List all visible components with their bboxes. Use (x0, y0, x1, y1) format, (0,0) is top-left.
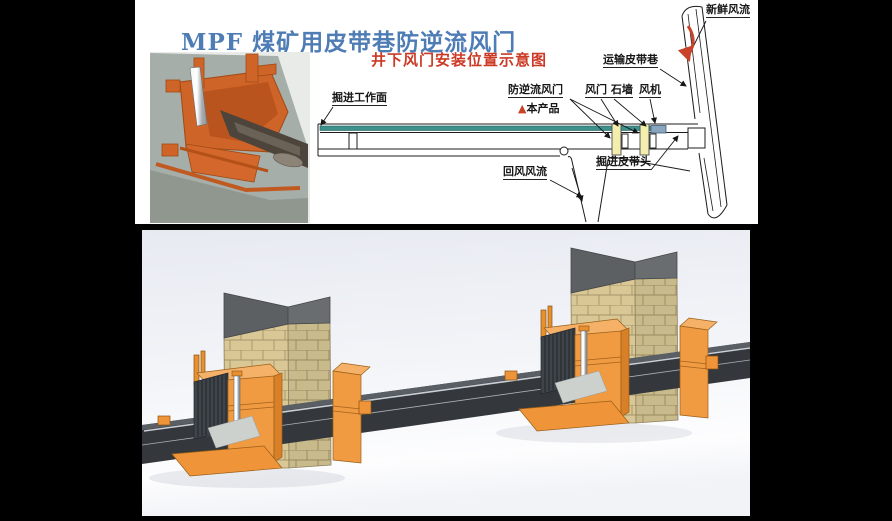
label-return-air: 回风风流 (503, 165, 547, 180)
belt-head-box (687, 127, 706, 149)
installation-schematic (317, 5, 728, 223)
air-door-2 (649, 133, 657, 149)
photo-roller (273, 152, 303, 168)
callout-leaders (320, 20, 707, 202)
label-anti-backflow-door: 防逆流风门 (508, 83, 563, 98)
page-title: MPF 煤矿用皮带巷防逆流风门 (181, 29, 517, 57)
stone-wall-1 (611, 123, 622, 156)
fan-box (650, 125, 667, 134)
photo-floor (150, 170, 308, 223)
render-panel (142, 230, 750, 516)
product-triangle-marker: ▲ (518, 102, 527, 115)
schematic-title: 井下风门安装位置示意图 (371, 51, 548, 69)
label-door-stone-wall: 风门 石墙 (585, 83, 633, 98)
label-fan: 风机 (639, 83, 661, 98)
top-panel: MPF 煤矿用皮带巷防逆流风门 (135, 0, 758, 224)
render-3d (142, 230, 750, 516)
stone-wall-2 (639, 123, 650, 156)
label-excavation-face: 掘进工作面 (332, 91, 387, 106)
air-door-1 (621, 133, 629, 149)
photo-cylinder (189, 66, 208, 127)
label-transport-roadway: 运输皮带巷 (603, 53, 658, 68)
photo-pipe (155, 162, 301, 193)
label-this-product: ▲本产品 (518, 103, 559, 115)
label-fresh-air: 新鲜风流 (706, 3, 750, 18)
photo-device (155, 53, 308, 193)
product-photo (150, 52, 310, 223)
label-belt-head: 掘进皮带头 (596, 155, 651, 170)
roadway-drawing (317, 5, 728, 223)
fresh-air-flow-arrow (677, 25, 695, 63)
product-text: 本产品 (526, 102, 560, 115)
